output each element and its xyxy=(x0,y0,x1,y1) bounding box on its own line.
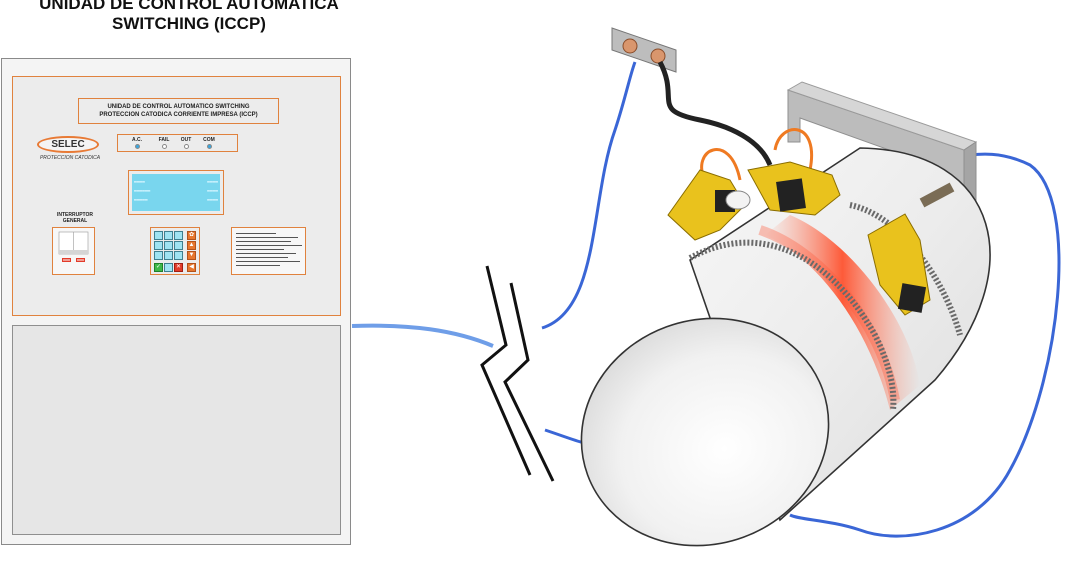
lightning-break-icon xyxy=(480,265,555,482)
led-fail-label: FAIL xyxy=(158,137,170,143)
lcd-row: ▬▬▬▬▬▬▬▬ xyxy=(134,180,218,185)
main-breaker-label: INTERRUPTOR GENERAL xyxy=(48,212,102,224)
keypad-left-arrow-icon[interactable]: ◀ xyxy=(187,263,196,272)
breaker-switch-icon xyxy=(58,231,89,262)
lcd-display: ▬▬▬▬▬▬▬▬ ▬▬▬▬▬▬▬▬▬▬ ▬▬▬▬▬▬▬▬▬ xyxy=(128,170,224,215)
cable-from-cabinet xyxy=(351,323,494,348)
keypad-key[interactable] xyxy=(154,241,163,250)
status-led-panel: A.C. FAIL OUT COM xyxy=(117,134,238,152)
keypad-cancel-icon[interactable]: ✕ xyxy=(174,263,183,272)
keypad-key[interactable] xyxy=(164,251,173,260)
led-out-indicator-icon xyxy=(183,144,189,149)
lcd-row: ▬▬▬▬▬▬▬▬▬▬ xyxy=(134,189,218,194)
keypad-key[interactable] xyxy=(174,251,183,260)
text-line-icon xyxy=(236,261,300,262)
pipe-body xyxy=(580,147,991,547)
lcd-screen: ▬▬▬▬▬▬▬▬ ▬▬▬▬▬▬▬▬▬▬ ▬▬▬▬▬▬▬▬▬ xyxy=(132,174,220,211)
led-ac-indicator-icon xyxy=(134,144,140,149)
bracket-bolt xyxy=(919,182,955,208)
diagram-title: UNIDAD DE CONTROL AUTOMATICA SWITCHING (… xyxy=(0,0,378,34)
text-line-icon xyxy=(236,245,302,246)
main-breaker-label-line-2: GENERAL xyxy=(62,218,88,224)
panel-label-line-1: UNIDAD DE CONTROL AUTOMATICO SWITCHING xyxy=(107,104,250,110)
keypad-key[interactable] xyxy=(164,241,173,250)
instruction-plate xyxy=(231,227,306,275)
title-line-2: SWITCHING (ICCP) xyxy=(112,14,266,33)
keypad-down-arrow-icon[interactable]: ▼ xyxy=(187,251,196,260)
led-out: OUT xyxy=(173,137,199,149)
yellow-clamp-center xyxy=(725,161,841,216)
cabinet-lower-door xyxy=(12,325,341,535)
orange-lead-wire xyxy=(773,128,814,171)
keypad-key[interactable] xyxy=(174,241,183,250)
led-com: COM xyxy=(196,137,222,149)
black-lead-wire xyxy=(657,60,773,167)
lcd-row: ▬▬▬▬▬▬▬▬▬ xyxy=(134,198,218,203)
metal-band-clamp xyxy=(688,239,897,411)
led-ac: A.C. xyxy=(124,137,150,149)
panel-label-line-2: PROTECCION CATODICA CORRIENTE IMPRESA (I… xyxy=(99,112,258,118)
led-fail: FAIL xyxy=(151,137,177,149)
led-ac-label: A.C. xyxy=(132,137,142,143)
brand-logo: SELEC xyxy=(37,136,99,153)
keypad-key[interactable] xyxy=(164,231,173,240)
text-line-icon xyxy=(236,233,276,234)
led-com-indicator-icon xyxy=(206,144,212,149)
keypad-gear-icon[interactable]: ✿ xyxy=(187,231,196,240)
yellow-clamp-right xyxy=(867,213,931,316)
keypad-confirm-icon[interactable]: ✓ xyxy=(154,263,163,272)
text-line-icon xyxy=(236,237,298,238)
main-breaker-switch[interactable] xyxy=(52,227,95,275)
led-com-label: COM xyxy=(203,137,215,143)
control-keypad: ✿ ▲ ▼ ✓ ✕ ◀ xyxy=(150,227,200,275)
text-line-icon xyxy=(236,257,288,258)
keypad-key[interactable] xyxy=(154,251,163,260)
text-line-icon xyxy=(236,265,280,266)
keypad-up-arrow-icon[interactable]: ▲ xyxy=(187,241,196,250)
title-line-1: UNIDAD DE CONTROL AUTOMATICA xyxy=(39,0,339,13)
led-out-label: OUT xyxy=(180,137,192,143)
main-breaker-label-line-1: INTERRUPTOR xyxy=(56,212,94,218)
keypad-key[interactable] xyxy=(154,231,163,240)
text-line-icon xyxy=(236,253,296,254)
terminal-block-icon xyxy=(611,27,677,73)
cable-return-loop xyxy=(789,152,1061,538)
text-line-icon xyxy=(236,249,284,250)
text-line-icon xyxy=(236,241,291,242)
brand-logo-subtitle: PROTECCION CATODICA xyxy=(39,155,101,161)
cable-to-terminal xyxy=(541,61,637,330)
anode-glow-band xyxy=(765,215,920,410)
panel-label-plate: UNIDAD DE CONTROL AUTOMATICO SWITCHING P… xyxy=(78,98,279,124)
keypad-key[interactable] xyxy=(164,263,173,272)
keypad-key[interactable] xyxy=(174,231,183,240)
led-fail-indicator-icon xyxy=(161,144,167,149)
